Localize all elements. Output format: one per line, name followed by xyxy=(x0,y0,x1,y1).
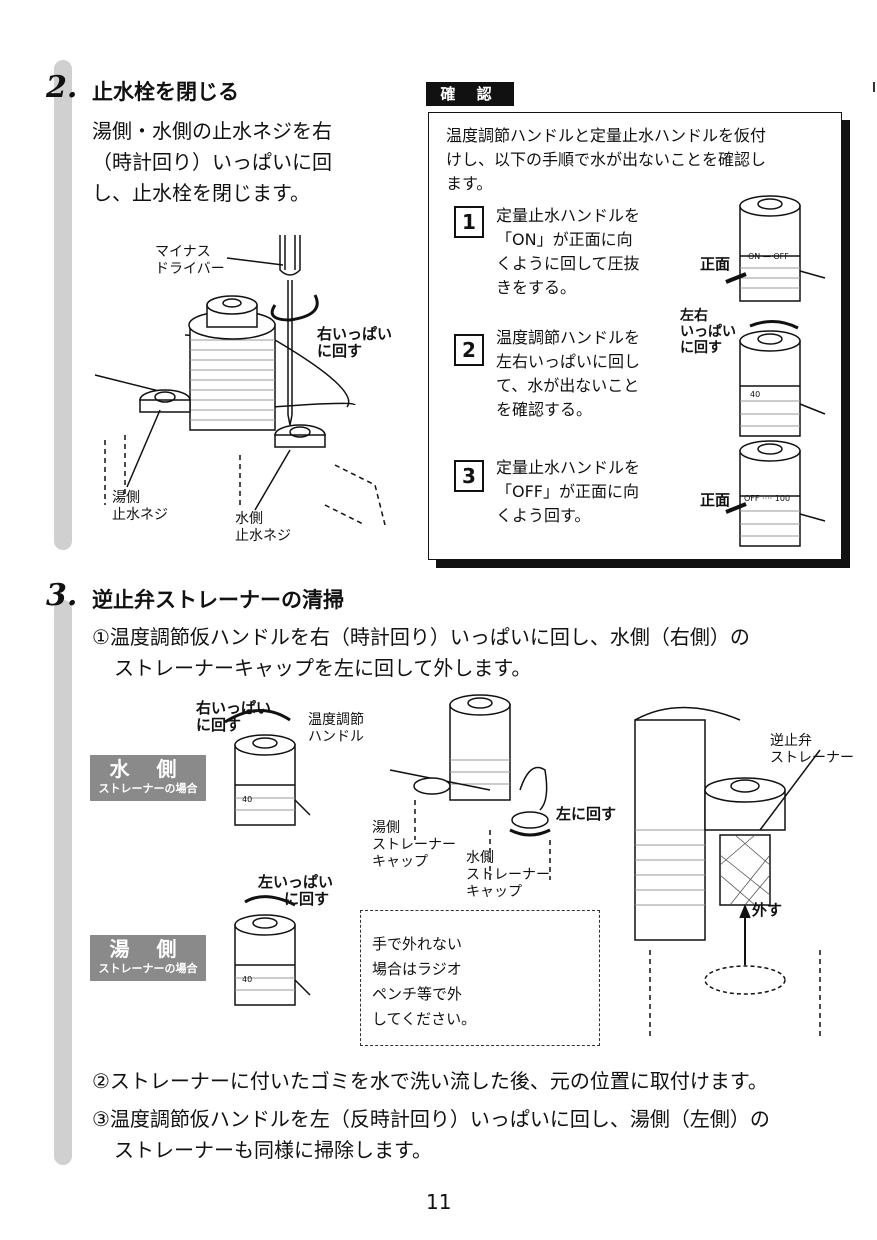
cold-turn-right-label: 右いっぱい に回す xyxy=(196,699,272,734)
step-2-ring-text: 40 xyxy=(750,390,761,399)
hot-dial-40: 40 xyxy=(242,975,253,984)
pliers-note: 手で外れない 場合はラジオ ペンチ等で外 してください。 xyxy=(372,935,477,1028)
hot-cap-label: 湯側 ストレーナー キャップ xyxy=(372,820,456,870)
hot-turn-left-label: 左いっぱい に回す xyxy=(258,873,334,908)
section3-step2: ②ストレーナーに付いたゴミを水で洗い流した後、元の位置に取付けます。 xyxy=(92,1069,768,1093)
section3-step3: ③温度調節仮ハンドルを左（反時計回り）いっぱいに回し、湯側（左側）の ストレーナ… xyxy=(92,1107,770,1162)
section3-side-bar xyxy=(54,600,72,1165)
step-3-text: 定量止水ハンドルを 「OFF」が正面に向 くよう回す。 xyxy=(496,458,641,525)
step-3-front-label: 正面 xyxy=(700,491,731,509)
step-2-text: 温度調節ハンドルを 左右いっぱいに回し て、水が出ないこと を確認する。 xyxy=(496,328,641,419)
strainer-illustration xyxy=(224,694,821,1040)
check-valve-label: 逆止弁 ストレーナー xyxy=(770,733,854,766)
section3-title: 逆止弁ストレーナーの清掃 xyxy=(92,588,344,612)
step-3-number: 3 xyxy=(454,460,484,492)
temp-handle-label: 温度調節 ハンドル xyxy=(308,712,364,745)
cold-cap-label: 水側 ストレーナー キャップ xyxy=(466,850,550,900)
step-1-ring-text: ON — OFF xyxy=(748,252,789,261)
section2-side-bar xyxy=(54,60,72,550)
step-1-front-label: 正面 xyxy=(700,255,731,273)
turn-left-label: 左に回す xyxy=(556,805,617,823)
stop-valve-illustration xyxy=(94,235,386,526)
edge-mark xyxy=(873,82,875,92)
hot-screw-label: 湯側 止水ネジ xyxy=(112,490,168,523)
section2-body: 湯側・水側の止水ネジを右 （時計回り）いっぱいに回 し、止水栓を閉じます。 xyxy=(92,119,332,205)
cold-side-tag: 水 側 ストレーナーの場合 xyxy=(90,755,206,801)
remove-label: 外す xyxy=(752,901,783,919)
confirm-intro: 温度調節ハンドルと定量止水ハンドルを仮付 けし、以下の手順で水が出ないことを確認… xyxy=(446,126,767,193)
step-2-number: 2 xyxy=(454,334,484,366)
section2-title: 止水栓を閉じる xyxy=(92,80,239,104)
section3-step1: ①温度調節仮ハンドルを右（時計回り）いっぱいに回し、水側（右側）の ストレーナー… xyxy=(92,625,750,680)
section3-number: 3. xyxy=(46,578,78,613)
cold-dial-40: 40 xyxy=(242,795,253,804)
step-1-text: 定量止水ハンドルを 「ON」が正面に向 くように回して圧抜 きをする。 xyxy=(496,206,641,297)
step-3-ring-text: OFF ···· 100 xyxy=(744,494,791,503)
pliers-note-box xyxy=(360,910,600,1046)
step-1-number: 1 xyxy=(454,206,484,238)
turn-right-label: 右いっぱい に回す xyxy=(317,325,393,360)
driver-label: マイナス ドライバー xyxy=(155,244,225,277)
confirm-heading: 確 認 xyxy=(426,82,514,106)
cold-screw-label: 水側 止水ネジ xyxy=(235,511,291,544)
hot-side-tag: 湯 側 ストレーナーの場合 xyxy=(90,935,206,981)
page-number: 11 xyxy=(426,1190,452,1214)
handle-illustrations xyxy=(725,195,826,547)
step-2-turn-label: 左右 いっぱい に回す xyxy=(680,308,736,356)
section2-number: 2. xyxy=(46,70,78,105)
